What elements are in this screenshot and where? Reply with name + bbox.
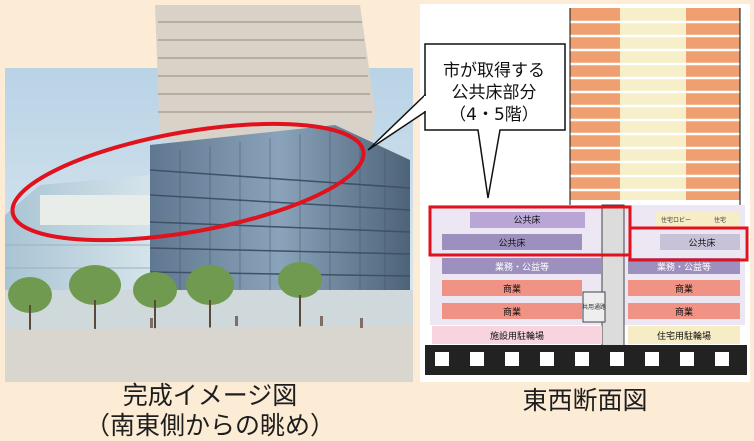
tower-floors [569,8,741,205]
left-caption: 完成イメージ図 （南東側からの眺め） [70,381,350,441]
public-floor-label-right: 公共床 [688,237,715,249]
core-label: 共用通路 [582,303,606,311]
small-label-2: 住宅 [714,216,726,224]
callout-bubble [367,43,566,199]
commercial-label-left-2: 商業 [503,306,521,318]
parking-label-right: 住宅用駐輪場 [657,330,711,342]
commercial-label-right-1: 商業 [675,283,693,295]
commercial-label-right-2: 商業 [675,306,693,318]
office-label-right: 業務・公益等 [657,261,711,273]
parking-label-left: 施設用駐輪場 [490,330,544,342]
commercial-label-left-1: 商業 [503,283,521,295]
office-label-left: 業務・公益等 [495,261,549,273]
callout-line-3: （4・5階） [449,105,539,125]
small-label-1: 住宅ロビー [661,216,691,224]
callout-line-1: 市が取得する [443,61,545,81]
left-caption-line-1: 完成イメージ図 [122,381,298,410]
building-rendering [5,5,413,382]
public-floor-highlight-ellipse [10,121,366,243]
callout-text: 市が取得する 公共床部分 （4・5階） [428,60,560,126]
left-caption-line-2: （南東側からの眺め） [84,411,335,440]
callout-line-2: 公共床部分 [451,83,537,103]
right-caption: 東西断面図 [522,386,648,415]
public-floor-label-upper: 公共床 [513,214,540,226]
public-floor-highlight-frames [428,205,749,262]
public-floor-label-lower: 公共床 [498,237,525,249]
